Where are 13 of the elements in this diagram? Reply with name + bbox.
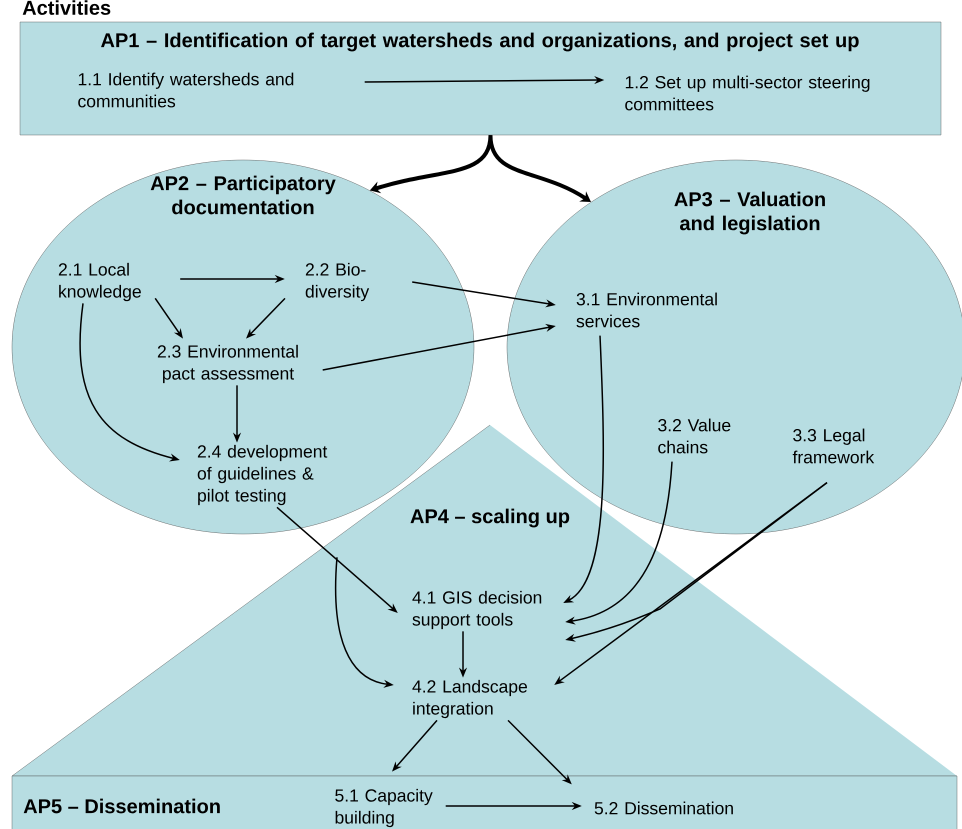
activity-label: 5.1 Capacity building bbox=[335, 788, 433, 828]
activity-label: 4.2 Landscape integration bbox=[412, 680, 527, 718]
title: Activities bbox=[22, 0, 110, 15]
activity-label: 2.1 Local knowledge bbox=[58, 262, 141, 302]
activity-label: 1.2 Set up multi-sector steering committees bbox=[625, 76, 870, 110]
activity-label: 4.1 GIS decision support tools bbox=[412, 590, 542, 630]
activity-label: 2.2 Bio-diversity bbox=[306, 262, 370, 302]
activity-label: 3.3 Legal framework bbox=[792, 428, 874, 464]
activity-label: 5.2 Dissemination bbox=[594, 802, 733, 814]
activity-label: 2.3 Environmental pact assessment bbox=[158, 344, 298, 384]
activity-label: 1.1 Identify watersheds and communities bbox=[78, 72, 294, 108]
activity-label: 2.4 development of guidelines & pilot testing bbox=[198, 444, 328, 506]
activity-label: 3.1 Environmental services bbox=[576, 292, 717, 328]
